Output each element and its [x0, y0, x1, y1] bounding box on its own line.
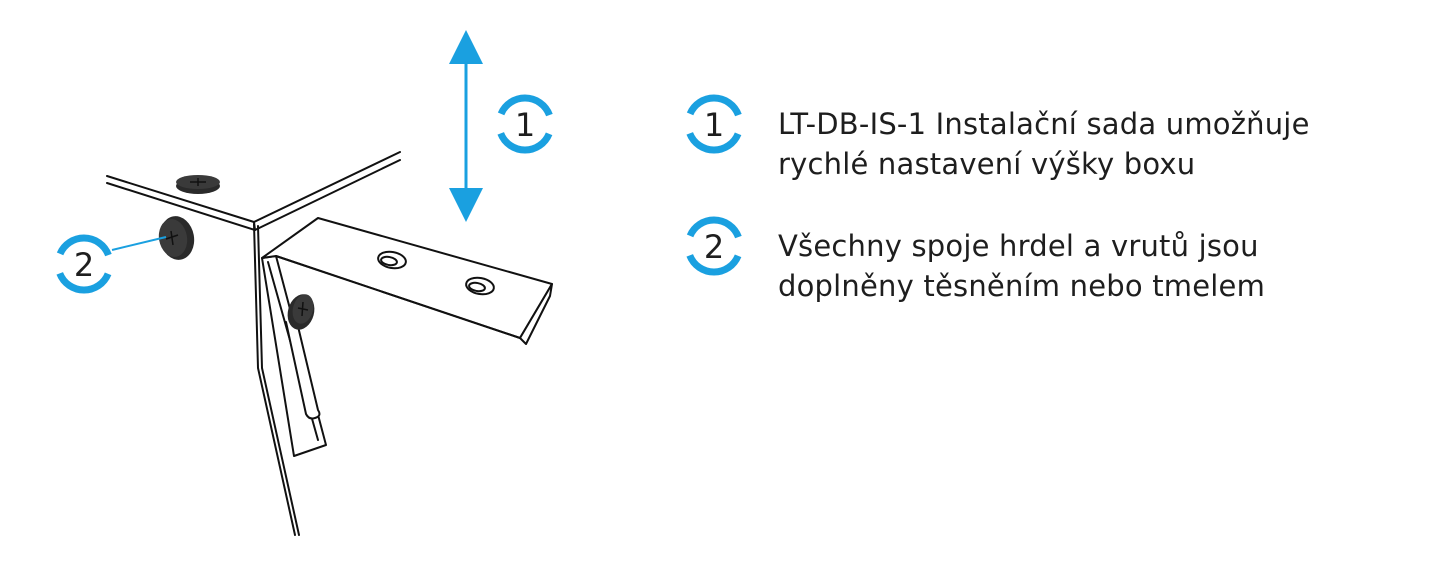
legend-text-2: Všechny spoje hrdel a vrutů jsou doplněn… — [778, 229, 1266, 303]
legend-badge-2-number: 2 — [704, 228, 724, 266]
legend-text-1: LT-DB-IS-1 Instalační sada umožňuje rych… — [778, 107, 1310, 181]
up-down-arrow-icon — [449, 30, 483, 222]
callout-2-number: 2 — [74, 246, 94, 284]
side-screw-icon — [158, 216, 195, 260]
legend-badge-1: 1 — [684, 94, 744, 154]
legend-badge-2: 2 — [684, 216, 744, 276]
box-outline — [106, 151, 401, 536]
callout-1-number: 1 — [515, 106, 535, 144]
mounting-bracket-icon — [261, 217, 553, 457]
callout-2: 2 — [54, 234, 167, 294]
bracket-screw-icon — [287, 294, 315, 330]
legend-badge-1-number: 1 — [704, 106, 724, 144]
callout-1: 1 — [495, 94, 555, 154]
screw-icon — [176, 175, 220, 194]
